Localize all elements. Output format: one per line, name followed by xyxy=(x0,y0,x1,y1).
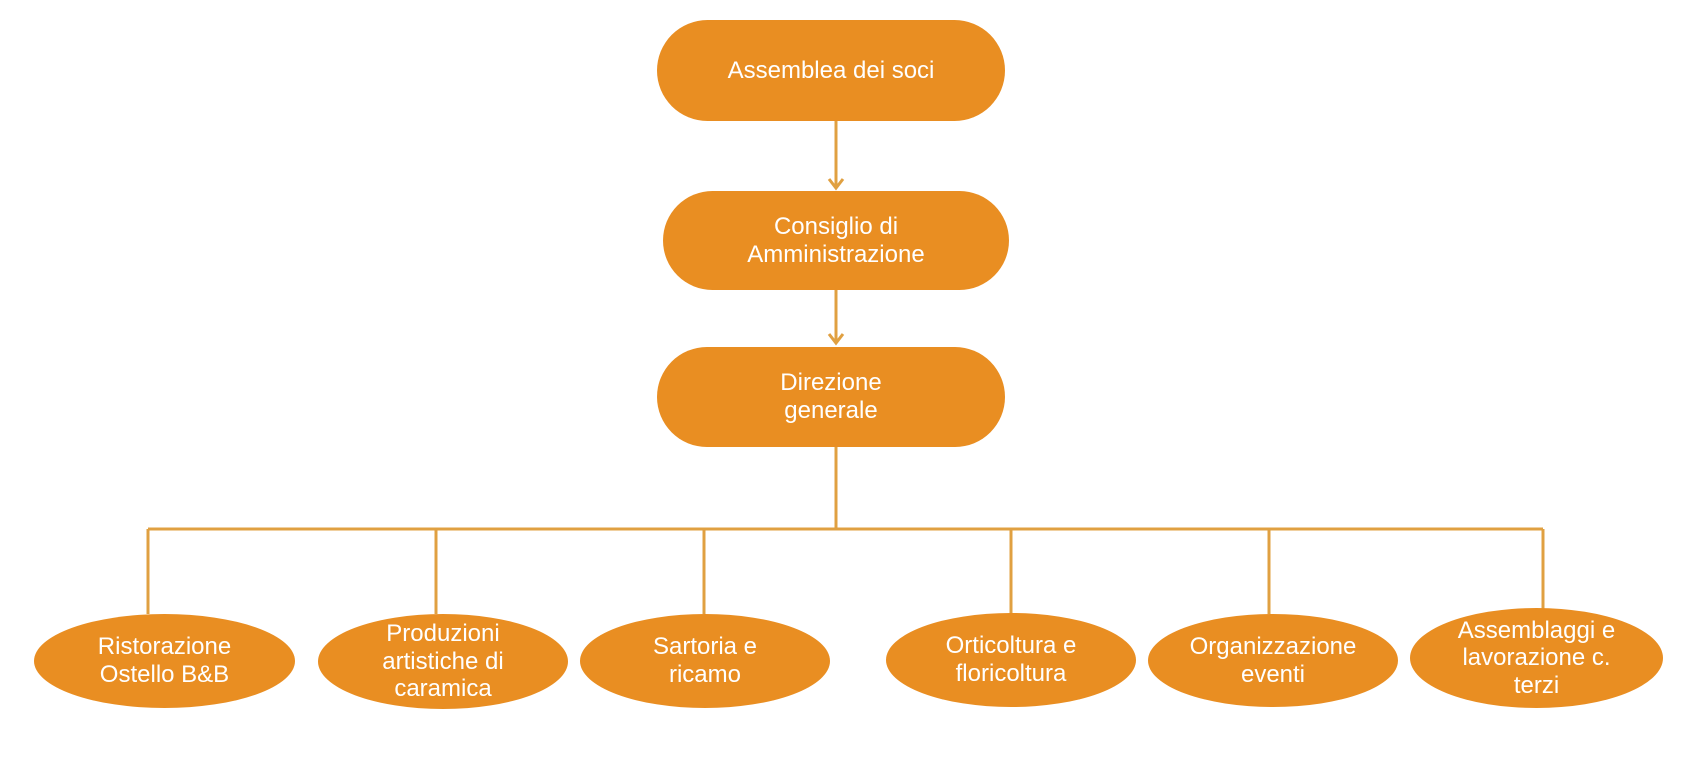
arrowhead-direzione xyxy=(827,333,845,346)
node-consiglio-di-amministrazione: Consiglio di Amministrazione xyxy=(663,191,1009,290)
node-sartoria-ricamo: Sartoria e ricamo xyxy=(580,614,830,708)
node-orticoltura-floricoltura: Orticoltura e floricoltura xyxy=(886,613,1136,707)
connector-group xyxy=(146,120,1545,614)
node-assemblea-dei-soci: Assemblea dei soci xyxy=(657,20,1005,121)
node-organizzazione-eventi: Organizzazione eventi xyxy=(1148,614,1398,707)
node-assemblaggi-lavorazione: Assemblaggi e lavorazione c. terzi xyxy=(1410,608,1663,708)
node-ristorazione-ostello: Ristorazione Ostello B&B xyxy=(34,614,295,708)
node-direzione-generale: Direzione generale xyxy=(657,347,1005,447)
arrowhead-consiglio xyxy=(827,178,845,191)
node-produzioni-artistiche: Produzioni artistiche di caramica xyxy=(318,614,568,709)
